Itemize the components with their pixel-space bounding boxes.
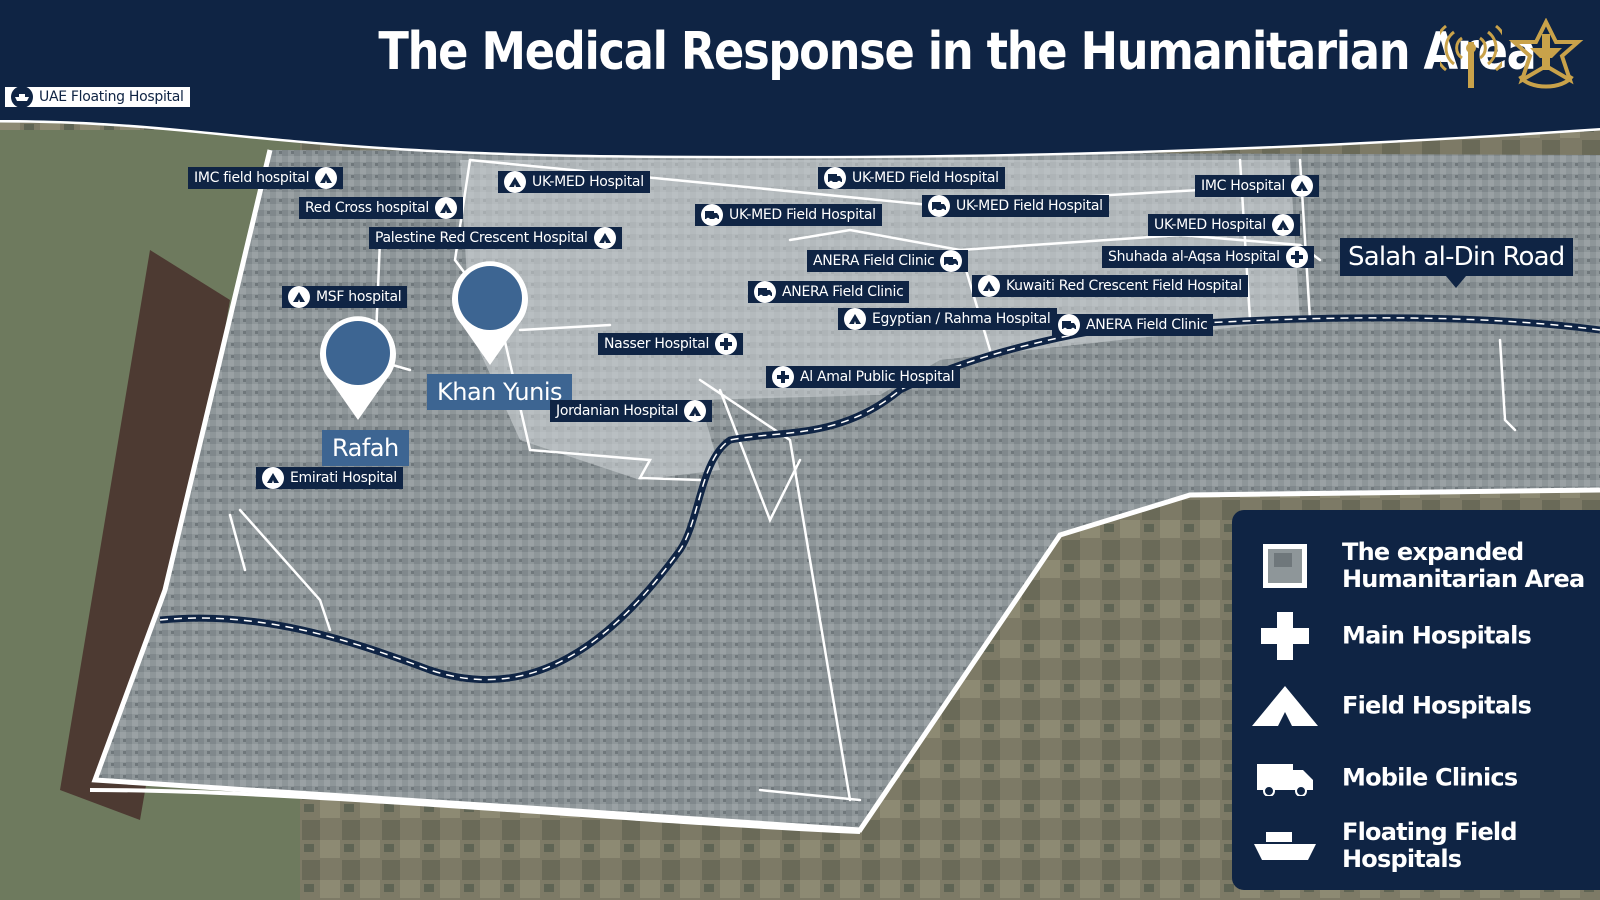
tent-icon [262, 467, 284, 489]
facility-label: Nasser Hospital [604, 336, 710, 352]
legend-item-floating-field-hospitals: Floating Field Hospitals [1232, 816, 1600, 876]
idf-emblem-icon [1508, 18, 1584, 89]
facility-label: UK-MED Hospital [1154, 217, 1266, 233]
facility-label: IMC Hospital [1201, 178, 1285, 194]
facility-al-amal-public-hospital[interactable]: Al Amal Public Hospital [766, 366, 961, 388]
facility-label: UK-MED Field Hospital [852, 170, 999, 186]
facility-imc-hospital[interactable]: IMC Hospital [1195, 175, 1319, 197]
facility-uae-floating-hospital[interactable]: UAE Floating Hospital [4, 86, 191, 108]
van-icon [1058, 314, 1080, 336]
tent-icon [684, 400, 707, 422]
facility-label: Jordanian Hospital [556, 403, 679, 419]
facility-label: ANERA Field Clinic [813, 253, 935, 269]
van-icon [824, 167, 846, 189]
facility-emirati-hospital[interactable]: Emirati Hospital [256, 467, 403, 489]
legend-label: Mobile Clinics [1342, 763, 1518, 792]
facility-label: UK-MED Hospital [532, 174, 644, 190]
facility-palestine-red-crescent-hospital[interactable]: Palestine Red Crescent Hospital [369, 227, 622, 249]
facility-red-cross-hospital[interactable]: Red Cross hospital [299, 197, 463, 219]
facility-kuwaiti-red-crescent-field-hospital[interactable]: Kuwaiti Red Crescent Field Hospital [972, 275, 1248, 297]
facility-label: ANERA Field Clinic [1086, 317, 1208, 333]
facility-label: Emirati Hospital [290, 470, 397, 486]
facility-egyptian-rahma-hospital[interactable]: Egyptian / Rahma Hospital [838, 308, 1057, 330]
legend-label: The expanded Humanitarian Area [1342, 538, 1585, 593]
city-label-khan-yunis: Khan Yunis [427, 374, 572, 410]
city-label-rafah: Rafah [322, 430, 409, 466]
tent-icon [504, 171, 526, 193]
facility-uk-med-hospital-2[interactable]: UK-MED Hospital [1148, 214, 1300, 236]
van-icon [928, 195, 950, 217]
legend-item-mobile-clinics: Mobile Clinics [1232, 748, 1600, 808]
tent-icon [288, 286, 310, 308]
facility-nasser-hospital[interactable]: Nasser Hospital [598, 333, 744, 355]
facility-anera-field-clinic-1[interactable]: ANERA Field Clinic [807, 250, 969, 272]
facility-uk-med-field-hospital-1[interactable]: UK-MED Field Hospital [818, 167, 1005, 189]
area-swatch-icon [1250, 536, 1320, 596]
khan-yunis-pin [452, 261, 528, 365]
tent-icon [1271, 214, 1294, 236]
legend-label: Floating Field Hospitals [1342, 818, 1518, 873]
boat-icon [1250, 816, 1320, 876]
page-title: The Medical Response in the Humanitarian… [378, 22, 1536, 82]
legend-label: Field Hospitals [1342, 691, 1532, 720]
facility-label: UAE Floating Hospital [39, 89, 184, 105]
van-icon [701, 204, 723, 226]
map-legend: The expanded Humanitarian Area Main Hosp… [1232, 510, 1600, 890]
facility-anera-field-clinic-2[interactable]: ANERA Field Clinic [748, 281, 910, 303]
van-icon [754, 281, 776, 303]
facility-anera-field-clinic-3[interactable]: ANERA Field Clinic [1052, 314, 1214, 336]
facility-jordanian-hospital[interactable]: Jordanian Hospital [550, 400, 713, 422]
rafah-pin [320, 316, 396, 420]
tent-icon [434, 197, 457, 219]
facility-label: ANERA Field Clinic [782, 284, 904, 300]
facility-label: UK-MED Field Hospital [729, 207, 876, 223]
facility-msf-hospital[interactable]: MSF hospital [282, 286, 408, 308]
tent-icon [844, 308, 866, 330]
facility-label: Al Amal Public Hospital [800, 369, 955, 385]
facility-uk-med-field-hospital-2[interactable]: UK-MED Field Hospital [695, 204, 882, 226]
facility-label: Palestine Red Crescent Hospital [375, 230, 588, 246]
tent-icon [593, 227, 616, 249]
tent-icon [1250, 676, 1320, 736]
facility-label: UK-MED Field Hospital [956, 198, 1103, 214]
legend-item-humanitarian-area: The expanded Humanitarian Area [1232, 536, 1600, 596]
facility-label: Egyptian / Rahma Hospital [872, 311, 1051, 327]
facility-label: Red Cross hospital [305, 200, 429, 216]
facility-label: Shuhada al-Aqsa Hospital [1108, 249, 1280, 265]
road-label-salah-al-din: Salah al-Din Road [1340, 238, 1573, 288]
cross-icon [1250, 606, 1320, 666]
van-icon [940, 250, 963, 272]
facility-label: MSF hospital [316, 289, 402, 305]
signal-corps-emblem-icon [1440, 24, 1502, 88]
facility-uk-med-field-hospital-3[interactable]: UK-MED Field Hospital [922, 195, 1109, 217]
tent-icon [1290, 175, 1313, 197]
cross-icon [1285, 246, 1308, 268]
legend-item-field-hospitals: Field Hospitals [1232, 676, 1600, 736]
legend-item-main-hospitals: Main Hospitals [1232, 606, 1600, 666]
tent-icon [315, 167, 338, 189]
facility-label: IMC field hospital [194, 170, 310, 186]
facility-imc-field-hospital[interactable]: IMC field hospital [188, 167, 344, 189]
boat-icon [11, 86, 33, 108]
facility-label: Kuwaiti Red Crescent Field Hospital [1006, 278, 1242, 294]
cross-icon [715, 333, 738, 355]
legend-label: Main Hospitals [1342, 621, 1532, 650]
facility-uk-med-hospital-1[interactable]: UK-MED Hospital [498, 171, 650, 193]
tent-icon [978, 275, 1000, 297]
facility-shuhada-al-aqsa-hospital[interactable]: Shuhada al-Aqsa Hospital [1102, 246, 1314, 268]
cross-icon [772, 366, 794, 388]
van-icon [1250, 748, 1320, 808]
